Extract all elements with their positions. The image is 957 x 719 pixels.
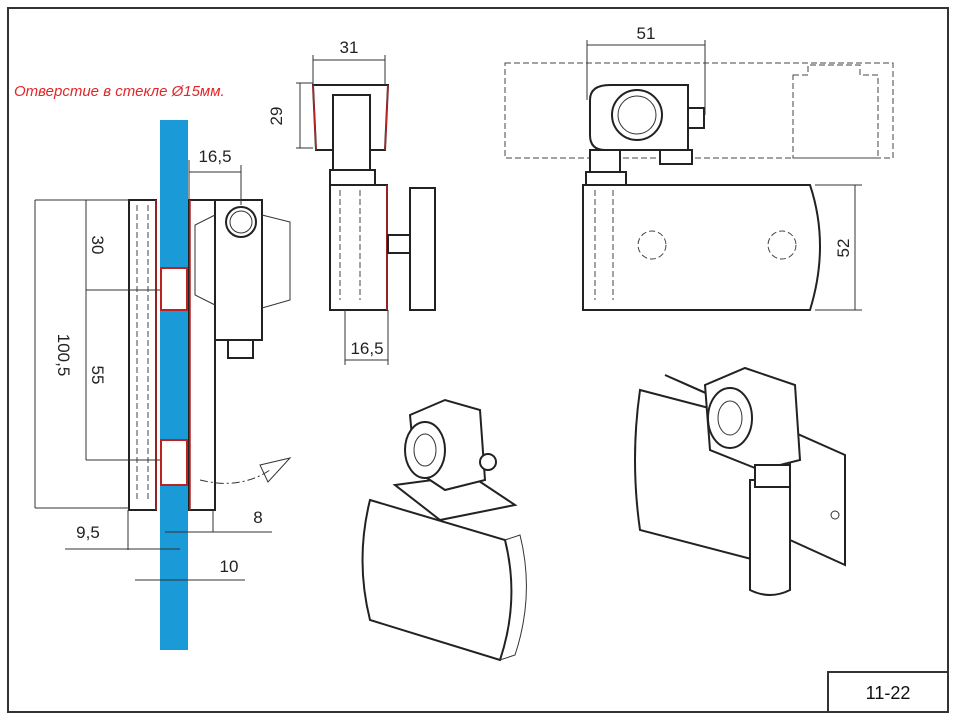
dim-31: 31 — [340, 38, 359, 57]
glass-panel — [160, 120, 188, 650]
dim-8: 8 — [253, 508, 262, 527]
left-clamp-plate — [128, 199, 157, 511]
side-view: 100,5 30 55 16,5 9,5 8 10 — [34, 120, 292, 650]
dim-30: 30 — [88, 236, 107, 255]
dim-9-5: 9,5 — [76, 523, 100, 542]
isometric-view-2 — [634, 366, 846, 596]
dim-10: 10 — [220, 557, 239, 576]
glass-hole-note: Отверстие в стекле Ø15мм. — [14, 83, 225, 100]
sheet-number: 11-22 — [866, 683, 911, 703]
isometric-view-1 — [361, 398, 527, 662]
right-clamp-plate — [188, 199, 216, 511]
top-view: 51 52 — [504, 24, 894, 311]
dim-51: 51 — [637, 24, 656, 43]
title-block — [827, 671, 949, 713]
dim-29: 29 — [267, 107, 286, 126]
sheet-frame — [7, 7, 949, 713]
clamp-plate — [582, 184, 821, 311]
front-view: 31 29 16,5 — [267, 38, 436, 365]
dim-52: 52 — [834, 239, 853, 258]
rail-outline — [504, 62, 894, 159]
bolt-lower — [160, 439, 188, 486]
dim-16-5-front: 16,5 — [350, 339, 383, 358]
dim-16-5-side: 16,5 — [198, 147, 231, 166]
dim-55: 55 — [88, 366, 107, 385]
bolt-upper — [160, 267, 188, 311]
dim-100-5: 100,5 — [54, 334, 73, 377]
